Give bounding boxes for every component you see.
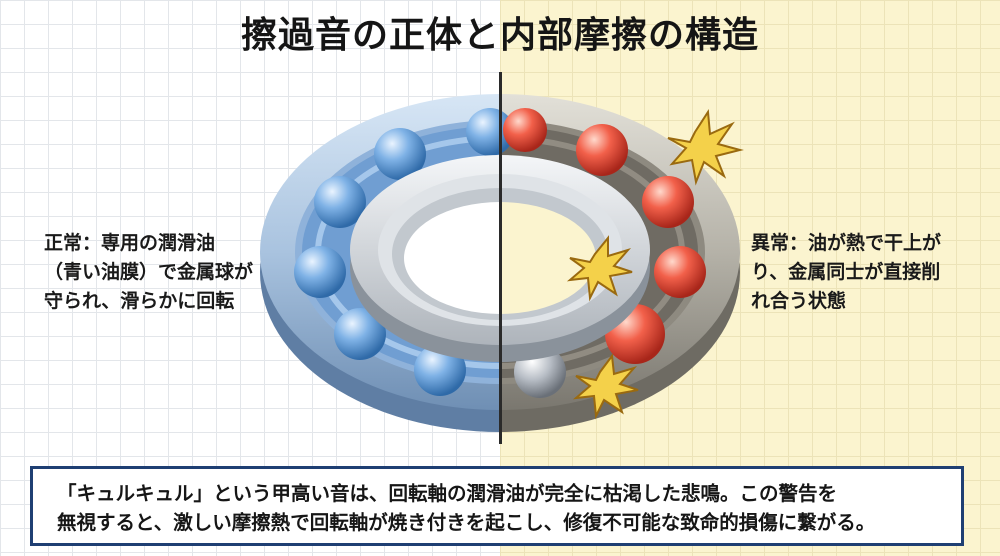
normal-label-line3: 守られ、滑らかに回転 — [44, 290, 235, 312]
abnormal-condition-label: 異常：油が熱で干上が り、金属同士が直接削 れ合う状態 — [751, 229, 977, 316]
bearing-illustration — [260, 94, 744, 432]
abnormal-label-line3: れ合う状態 — [751, 290, 847, 312]
normal-label-line1: 正常：専用の潤滑油 — [44, 232, 216, 254]
normal-condition-label: 正常：専用の潤滑油 （青い油膜）で金属球が 守られ、滑らかに回転 — [44, 229, 264, 316]
abnormal-label-line2: り、金属同士が直接削 — [751, 261, 941, 283]
center-divider — [499, 72, 502, 444]
warning-caption: 「キュルキュル」という甲高い音は、回転軸の潤滑油が完全に枯渇した悲鳴。この警告を… — [30, 466, 964, 546]
abnormal-label-line1: 異常：油が熱で干上が — [751, 232, 942, 254]
page-title: 擦過音の正体と内部摩擦の構造 — [240, 15, 759, 56]
caption-line1: 「キュルキュル」という甲高い音は、回転軸の潤滑油が完全に枯渇した悲鳴。この警告を — [57, 482, 838, 505]
normal-label-line2: （青い油膜）で金属球が — [44, 261, 254, 283]
caption-line2: 無視すると、激しい摩擦熱で回転軸が焼き付きを起こし、修復不可能な致命的損傷に繋が… — [57, 511, 876, 534]
spark-icon — [566, 109, 744, 420]
